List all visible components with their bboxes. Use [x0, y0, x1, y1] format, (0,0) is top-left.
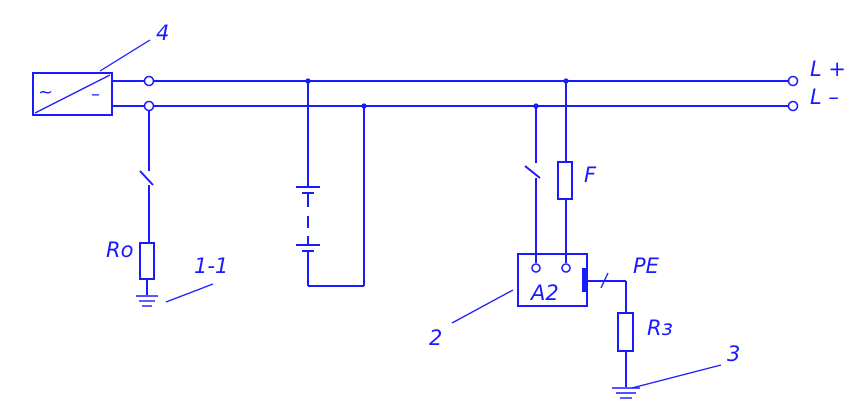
switch-contact-2	[524, 165, 541, 179]
label-fuse-f: F	[584, 163, 597, 187]
leader-4	[99, 39, 151, 72]
terminal-left-neg	[143, 100, 155, 112]
switch-contact-1	[139, 170, 154, 186]
ground-icon-2	[612, 387, 640, 399]
rail-label-positive: L +	[810, 57, 846, 81]
label-3: 3	[727, 342, 740, 366]
terminal-right-pos	[787, 75, 799, 87]
positive-rail	[112, 75, 799, 87]
label-a2: A2	[529, 281, 559, 305]
device-branch	[517, 78, 640, 399]
battery-branch	[296, 78, 367, 287]
leader-3	[631, 364, 722, 389]
resistor-ro	[139, 242, 155, 280]
label-2: 2	[429, 326, 442, 350]
terminal-left-pos	[143, 75, 155, 87]
rail-label-negative: L –	[810, 85, 839, 109]
fuse-f	[557, 161, 573, 200]
label-pe: PE	[633, 254, 660, 278]
negative-rail	[112, 100, 799, 112]
terminal-right-neg	[787, 100, 799, 112]
converter-ac-symbol: ~	[38, 82, 53, 103]
resistor-rz	[617, 312, 634, 352]
label-4: 4	[156, 21, 169, 45]
label-rz: Rз	[647, 316, 673, 340]
ac-dc-converter: ~ –	[32, 72, 113, 116]
converter-dc-symbol: –	[91, 84, 100, 105]
leader-2	[451, 289, 514, 324]
neutral-earthing-branch	[136, 111, 158, 307]
ground-icon-1	[136, 295, 158, 307]
leader-1-1	[165, 283, 214, 303]
label-1-1: 1-1	[194, 254, 228, 278]
label-ro: Ro	[106, 238, 133, 262]
